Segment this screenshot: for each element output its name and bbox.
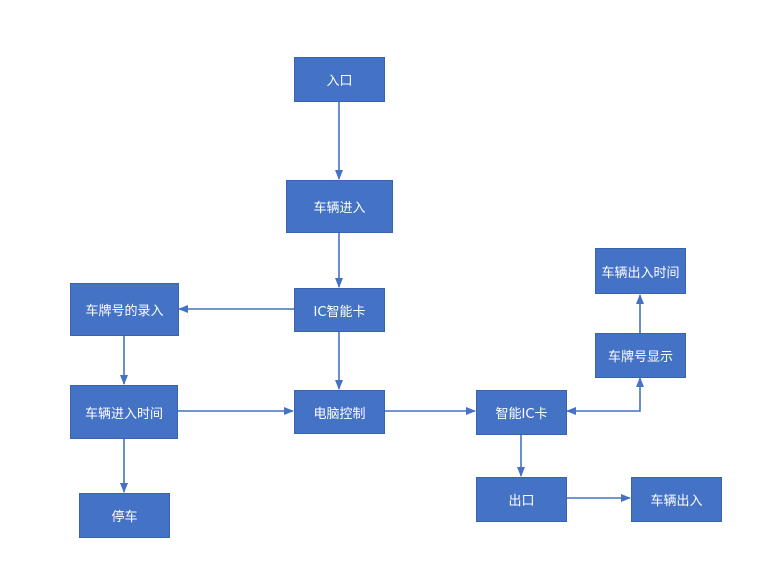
node-plate-display: 车牌号显示 — [595, 333, 686, 378]
edge-smart-ic-card-plate-display-bidirectional — [566, 377, 644, 415]
node-exit: 出口 — [476, 477, 567, 522]
node-enter-time: 车辆进入时间 — [70, 385, 178, 439]
node-plate-record: 车牌号的录入 — [70, 283, 179, 336]
node-ic-card: IC智能卡 — [294, 288, 385, 332]
node-vehicle-exit: 车辆出入 — [631, 477, 722, 522]
node-computer-control: 电脑控制 — [294, 390, 385, 434]
node-exit-time: 车辆出入时间 — [595, 248, 686, 294]
node-smart-ic-card: 智能IC卡 — [476, 390, 567, 435]
node-parking: 停车 — [79, 493, 170, 538]
node-entrance: 入口 — [294, 57, 385, 102]
node-vehicle-enter: 车辆进入 — [286, 180, 393, 233]
